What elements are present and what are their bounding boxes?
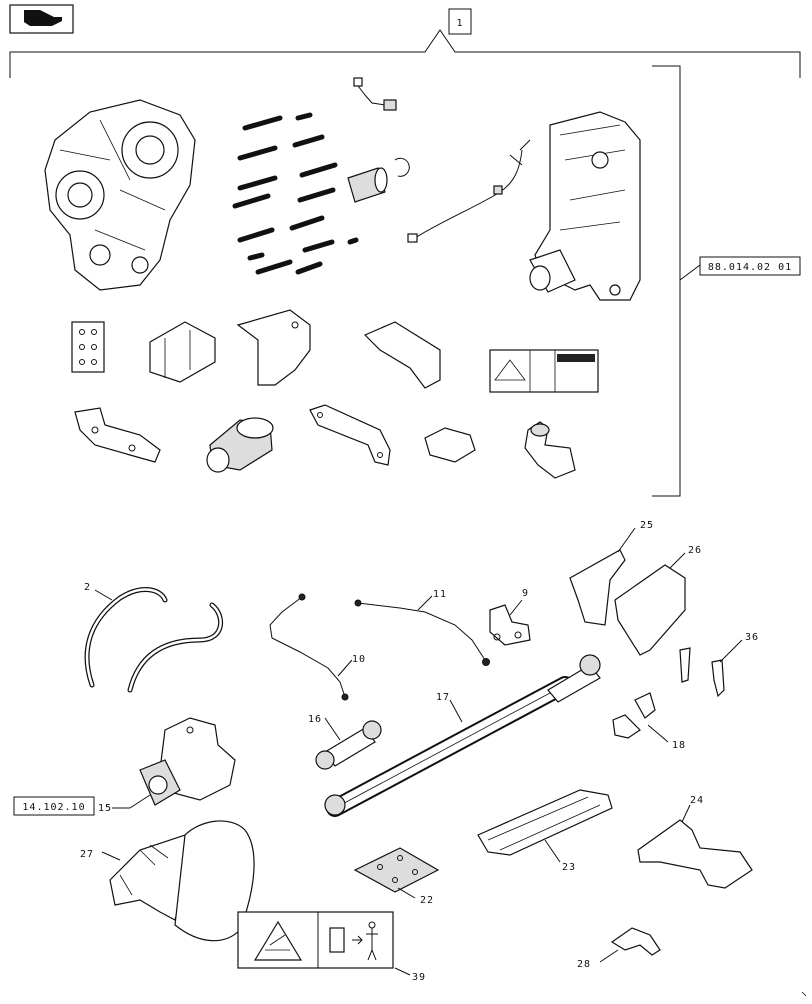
clamp-18: 18 xyxy=(612,692,686,751)
callout-27[interactable]: 27 xyxy=(80,849,94,860)
angle-gearbox-15: 14.102.10 15 xyxy=(13,717,236,816)
bracket-d xyxy=(74,407,161,463)
callout-15[interactable]: 15 xyxy=(98,803,112,814)
callout-16[interactable]: 16 xyxy=(308,714,322,725)
bushing-sleeve xyxy=(347,157,410,203)
shield-25: 25 xyxy=(569,520,654,626)
support-channel-23: 23 xyxy=(477,789,613,873)
guard-27: 27 xyxy=(80,820,255,942)
gearbox-housing-left xyxy=(44,99,196,291)
callout-2[interactable]: 2 xyxy=(84,582,91,593)
callout-23[interactable]: 23 xyxy=(562,862,576,873)
bracket-c xyxy=(363,321,441,389)
callout-9[interactable]: 9 xyxy=(522,588,529,599)
group-bracket: 88.014.02 01 xyxy=(652,65,801,497)
bracket-a xyxy=(149,321,216,383)
hub-flange xyxy=(206,417,274,473)
driveshaft-17: 17 xyxy=(324,654,601,817)
callout-24[interactable]: 24 xyxy=(690,795,704,806)
callout-25[interactable]: 25 xyxy=(640,520,654,531)
bracket-24: 24 xyxy=(637,795,753,889)
callout-39[interactable]: 39 xyxy=(412,972,426,983)
callout-11[interactable]: 11 xyxy=(433,589,447,600)
page-forward-icon[interactable] xyxy=(9,4,74,34)
bracket-e xyxy=(309,404,391,466)
callout-22[interactable]: 22 xyxy=(420,895,434,906)
callout-10[interactable]: 10 xyxy=(352,654,366,665)
callout-28[interactable]: 28 xyxy=(577,959,591,970)
callout-17[interactable]: 17 xyxy=(436,692,450,703)
warning-decal-39: 39 xyxy=(237,911,426,983)
bolt-set xyxy=(232,112,359,275)
tube-line-11: 11 xyxy=(354,589,490,666)
callout-26[interactable]: 26 xyxy=(688,545,702,556)
plate-22: 22 xyxy=(353,847,440,906)
bracket-b xyxy=(236,309,311,386)
cover-plate xyxy=(424,427,476,463)
gearbox-housing-right xyxy=(529,111,641,301)
bracket-9: 9 xyxy=(489,588,531,646)
bracket-28: 28 xyxy=(577,927,661,970)
speed-sensor xyxy=(353,77,397,111)
mounting-plate xyxy=(71,321,105,373)
driveshaft-16: 16 xyxy=(308,714,382,770)
elbow-fitting xyxy=(524,421,576,479)
tube-line-10: 10 xyxy=(269,593,366,701)
wire-harness xyxy=(407,139,531,243)
hose-2: 2 xyxy=(84,582,224,693)
shield-26: 26 xyxy=(614,545,702,656)
assembly-label: 1 xyxy=(456,18,463,29)
ref-14-102-10[interactable]: 14.102.10 xyxy=(22,802,85,813)
callout-18[interactable]: 18 xyxy=(672,740,686,751)
clip-36: 36 xyxy=(679,632,759,698)
assembly-bracket: 1 xyxy=(9,8,801,78)
callout-36[interactable]: 36 xyxy=(745,632,759,643)
warning-decal-small xyxy=(489,349,599,393)
corner-mark xyxy=(801,991,807,997)
ref-88-014-02-01[interactable]: 88.014.02 01 xyxy=(708,262,792,273)
